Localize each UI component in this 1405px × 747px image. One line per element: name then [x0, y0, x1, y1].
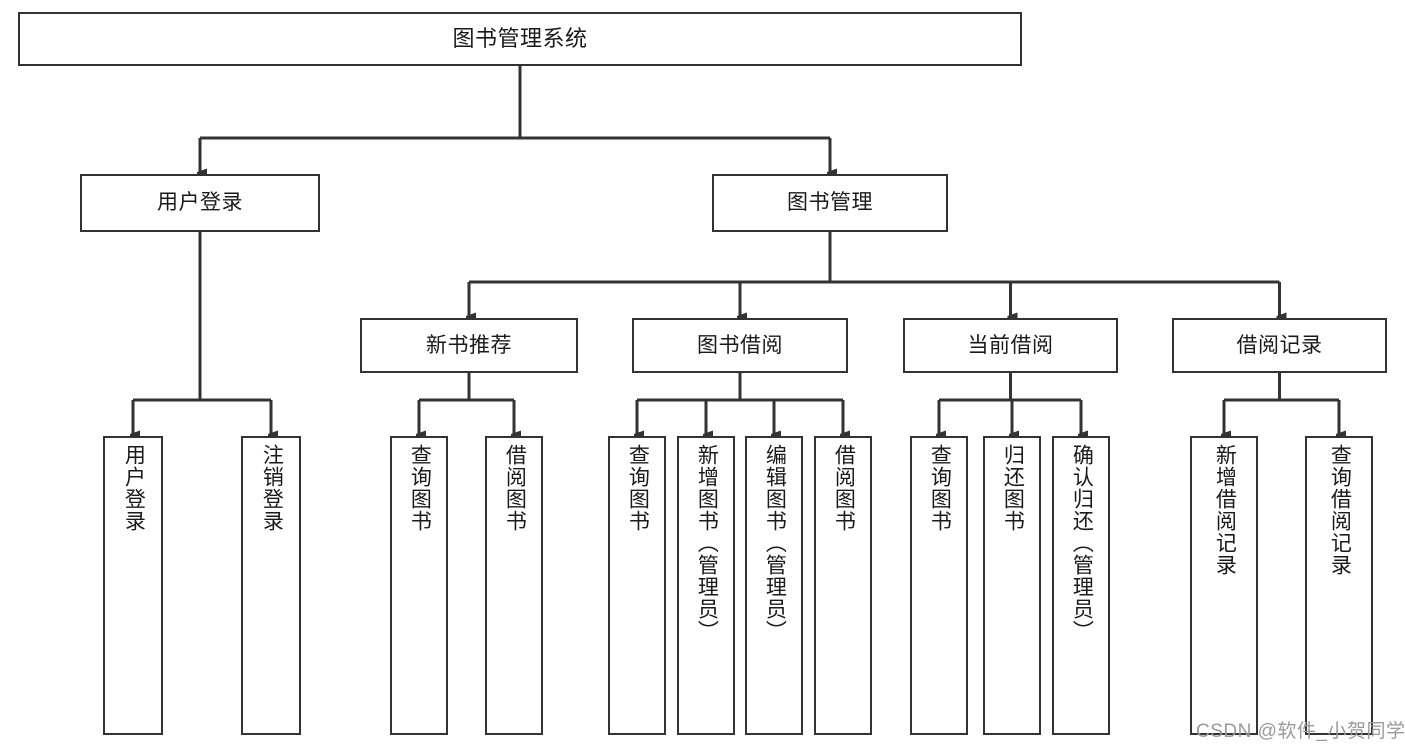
leaf-query-borrow-record[interactable]: 查询借阅记录 [1305, 436, 1373, 735]
node-root[interactable]: 图书管理系统 [18, 12, 1022, 66]
leaf-add-book[interactable]: 新增图书（管理员） [677, 436, 735, 735]
node-label: 图书借阅 [697, 333, 783, 357]
leaf-user-login[interactable]: 用户登录 [103, 436, 163, 735]
node-label: 图书管理系统 [452, 25, 588, 51]
node-label: 查询图书 [408, 444, 432, 532]
leaf-borrow-book-2[interactable]: 借阅图书 [814, 436, 872, 735]
leaf-query-book-2[interactable]: 查询图书 [608, 436, 666, 735]
node-user-login[interactable]: 用户登录 [80, 174, 320, 232]
node-label: 查询借阅记录 [1328, 444, 1352, 576]
node-current-borrow[interactable]: 当前借阅 [903, 318, 1118, 373]
node-label: 编辑图书（管理员） [763, 444, 787, 642]
leaf-return-book[interactable]: 归还图书 [983, 436, 1041, 735]
node-label: 查询图书 [626, 444, 650, 532]
node-borrow-record[interactable]: 借阅记录 [1172, 318, 1387, 373]
node-label: 当前借阅 [967, 333, 1054, 357]
node-new-book-recommend[interactable]: 新书推荐 [360, 318, 578, 373]
leaf-add-borrow-record[interactable]: 新增借阅记录 [1190, 436, 1258, 735]
node-label: 新增图书（管理员） [695, 444, 719, 642]
node-label: 注销登录 [260, 444, 284, 532]
node-label: 用户登录 [157, 191, 243, 215]
leaf-user-logout[interactable]: 注销登录 [241, 436, 301, 735]
leaf-borrow-book-1[interactable]: 借阅图书 [485, 436, 543, 735]
node-book-borrow[interactable]: 图书借阅 [632, 318, 848, 373]
leaf-query-book-1[interactable]: 查询图书 [390, 436, 448, 735]
node-label: 图书管理 [787, 191, 873, 215]
node-label: 新增借阅记录 [1213, 444, 1237, 576]
node-label: 用户登录 [122, 444, 146, 532]
node-label: 借阅记录 [1236, 333, 1323, 357]
node-book-manage[interactable]: 图书管理 [712, 174, 948, 232]
node-label: 确认归还（管理员） [1070, 444, 1094, 642]
leaf-confirm-return[interactable]: 确认归还（管理员） [1052, 436, 1110, 735]
node-label: 新书推荐 [426, 333, 512, 357]
node-label: 查询图书 [928, 444, 952, 532]
watermark: CSDN @软件_小贺同学 [1196, 721, 1405, 742]
node-label: 借阅图书 [832, 444, 856, 532]
node-label: 借阅图书 [503, 444, 527, 532]
node-label: 归还图书 [1001, 444, 1025, 532]
leaf-edit-book[interactable]: 编辑图书（管理员） [745, 436, 803, 735]
leaf-query-book-3[interactable]: 查询图书 [910, 436, 968, 735]
